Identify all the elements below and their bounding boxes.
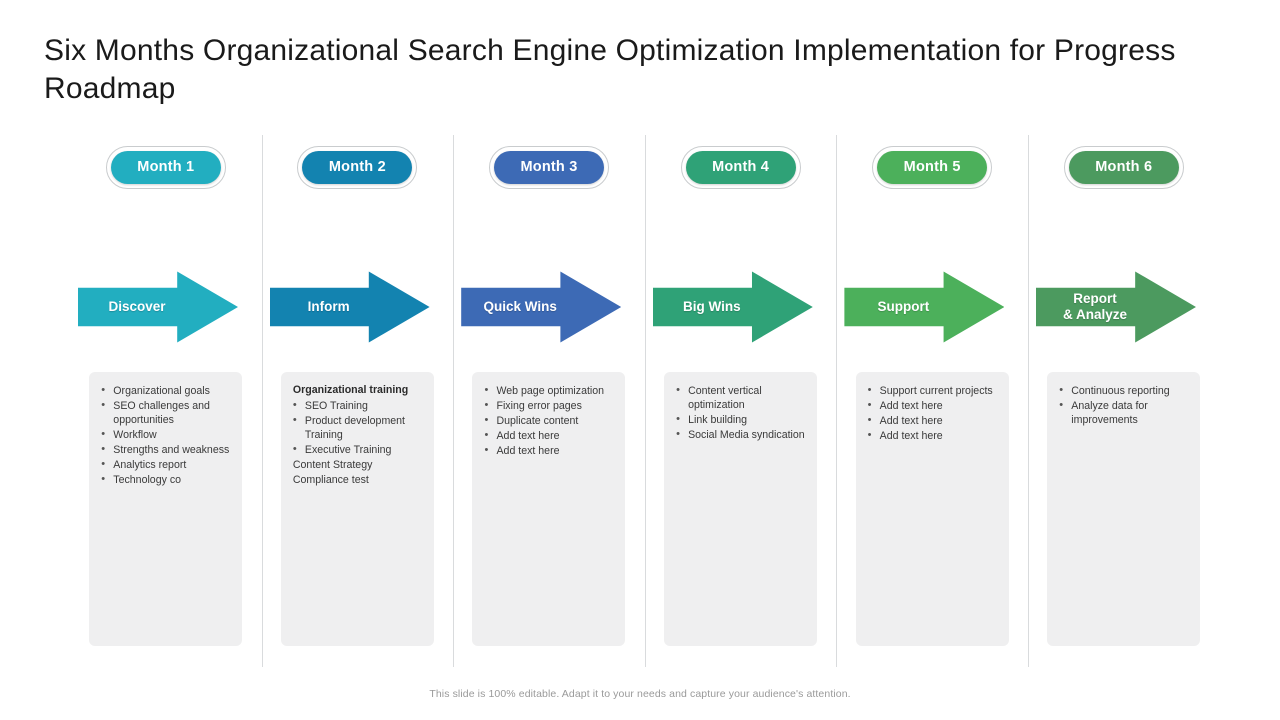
month-badge-wrap-6: Month 6 bbox=[1063, 136, 1184, 198]
slide-footer-note: This slide is 100% editable. Adapt it to… bbox=[429, 688, 851, 700]
bullet-list-5: Support current projectsAdd text hereAdd… bbox=[866, 383, 1000, 443]
content-panel-1: Organizational goalsSEO challenges and o… bbox=[89, 372, 243, 646]
stage-arrow-wrap-4: Big Wins bbox=[645, 270, 837, 350]
roadmap-column-4: Month 4 Big WinsContent vertical optimiza… bbox=[644, 130, 837, 675]
month-badge-ring-3: Month 3 bbox=[488, 145, 609, 189]
stage-arrow-label-3: Quick Wins bbox=[483, 299, 557, 315]
stage-arrow-wrap-1: Discover bbox=[70, 270, 262, 350]
stage-arrow-5[interactable]: Support bbox=[844, 271, 1005, 343]
list-item: Add text here bbox=[482, 443, 616, 458]
month-badge-ring-5: Month 5 bbox=[872, 145, 993, 189]
list-item: SEO Training bbox=[291, 398, 425, 413]
list-item: Analyze data for improvements bbox=[1057, 398, 1191, 428]
month-badge-5[interactable]: Month 5 bbox=[877, 150, 988, 184]
roadmap-column-6: Month 6 Report & AnalyzeContinuous report… bbox=[1027, 130, 1220, 675]
list-item: Add text here bbox=[866, 398, 1000, 413]
list-item: Link building bbox=[674, 412, 808, 427]
month-badge-1[interactable]: Month 1 bbox=[110, 150, 221, 184]
list-item: Continuous reporting bbox=[1057, 383, 1191, 398]
panel-tail-line: Content Strategy bbox=[292, 459, 373, 472]
content-panel-4: Content vertical optimizationLink buildi… bbox=[664, 372, 818, 646]
list-item: Add text here bbox=[866, 413, 1000, 428]
month-badge-wrap-1: Month 1 bbox=[105, 136, 226, 198]
list-item: Strengths and weakness bbox=[99, 442, 233, 457]
roadmap-column-3: Month 3 Quick WinsWeb page optimizationFi… bbox=[453, 130, 645, 675]
bullet-list-3: Web page optimizationFixing error pagesD… bbox=[482, 383, 616, 458]
list-item: Technology co bbox=[99, 472, 233, 487]
content-panel-5: Support current projectsAdd text hereAdd… bbox=[855, 372, 1009, 646]
stage-arrow-6[interactable]: Report & Analyze bbox=[1035, 271, 1196, 343]
stage-arrow-label-1: Discover bbox=[108, 299, 166, 315]
content-panel-3: Web page optimizationFixing error pagesD… bbox=[472, 372, 626, 646]
roadmap-column-1: Month 1 DiscoverOrganizational goalsSEO c… bbox=[70, 130, 262, 675]
stage-arrow-label-2: Inform bbox=[307, 299, 350, 315]
bullet-list-2: SEO TrainingProduct development Training… bbox=[291, 398, 425, 458]
roadmap-column-5: Month 5SupportSupport current projectsAd… bbox=[836, 130, 1028, 675]
list-item: Duplicate content bbox=[482, 413, 616, 428]
panel-tail-line: Compliance test bbox=[292, 473, 369, 486]
stage-arrow-wrap-5: Support bbox=[836, 270, 1028, 350]
month-badge-ring-6: Month 6 bbox=[1063, 145, 1184, 189]
list-item: Organizational goals bbox=[99, 383, 233, 398]
stage-arrow-wrap-2: Inform bbox=[262, 270, 454, 350]
list-item: SEO challenges and opportunities bbox=[99, 398, 233, 428]
month-badge-wrap-3: Month 3 bbox=[488, 136, 609, 198]
page-title: Six Months Organizational Search Engine … bbox=[44, 34, 1176, 106]
month-badge-wrap-5: Month 5 bbox=[872, 136, 993, 198]
stage-arrow-3[interactable]: Quick Wins bbox=[461, 271, 622, 343]
month-badge-wrap-4: Month 4 bbox=[680, 136, 801, 198]
content-panel-2: Organizational trainingSEO TrainingProdu… bbox=[280, 372, 434, 646]
month-badge-3[interactable]: Month 3 bbox=[493, 150, 604, 184]
list-item: Add text here bbox=[866, 428, 1000, 443]
list-item: Content vertical optimization bbox=[674, 383, 808, 413]
month-badge-wrap-2: Month 2 bbox=[297, 136, 418, 198]
month-badge-2[interactable]: Month 2 bbox=[302, 150, 413, 184]
stage-arrow-label-5: Support bbox=[877, 299, 930, 315]
list-item: Analytics report bbox=[99, 457, 233, 472]
list-item: Fixing error pages bbox=[482, 398, 616, 413]
month-badge-ring-4: Month 4 bbox=[680, 145, 801, 189]
bullet-list-6: Continuous reportingAnalyze data for imp… bbox=[1057, 383, 1191, 428]
stage-arrow-4[interactable]: Big Wins bbox=[652, 271, 813, 343]
list-item: Web page optimization bbox=[482, 383, 616, 398]
bullet-list-1: Organizational goalsSEO challenges and o… bbox=[99, 383, 233, 487]
list-item: Social Media syndication bbox=[674, 427, 808, 442]
list-item: Support current projects bbox=[866, 383, 1000, 398]
stage-arrow-1[interactable]: Discover bbox=[78, 271, 238, 343]
bullet-list-4: Content vertical optimizationLink buildi… bbox=[674, 383, 808, 443]
month-badge-ring-2: Month 2 bbox=[297, 145, 418, 189]
stage-arrow-label-6: Report & Analyze bbox=[1062, 291, 1127, 322]
list-item: Workflow bbox=[99, 427, 233, 442]
list-item: Add text here bbox=[482, 428, 616, 443]
stage-arrow-wrap-3: Quick Wins bbox=[453, 270, 645, 350]
month-badge-ring-1: Month 1 bbox=[105, 145, 226, 189]
list-item: Product development Training bbox=[291, 413, 425, 443]
stage-arrow-2[interactable]: Inform bbox=[269, 271, 430, 343]
panel-heading-2: Organizational training bbox=[292, 384, 409, 396]
roadmap-board: Month 1 DiscoverOrganizational goalsSEO c… bbox=[70, 130, 1216, 675]
stage-arrow-label-4: Big Wins bbox=[682, 299, 741, 315]
content-panel-6: Continuous reportingAnalyze data for imp… bbox=[1047, 372, 1201, 646]
month-badge-4[interactable]: Month 4 bbox=[685, 150, 796, 184]
stage-arrow-wrap-6: Report & Analyze bbox=[1028, 270, 1220, 350]
list-item: Executive Training bbox=[291, 442, 425, 457]
month-badge-6[interactable]: Month 6 bbox=[1068, 150, 1179, 184]
